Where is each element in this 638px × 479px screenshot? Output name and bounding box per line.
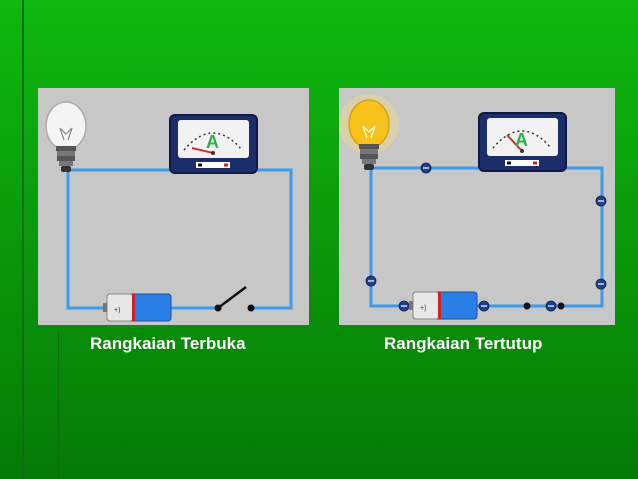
ammeter-label: A	[515, 130, 528, 150]
wire	[371, 166, 604, 308]
closed-circuit-diagram: +) A	[339, 94, 607, 320]
open-circuit-panel: +) A	[38, 88, 309, 325]
ammeter-icon: A	[169, 114, 258, 174]
wire	[369, 168, 414, 308]
switch-icon	[214, 286, 255, 312]
wire	[68, 168, 293, 310]
battery-icon: +)	[103, 293, 172, 322]
open-circuit-diagram: +) A	[45, 101, 293, 322]
closed-circuit-caption: Rangkaian Tertutup	[384, 334, 543, 353]
ammeter-icon: A	[478, 112, 567, 172]
light-bulb-icon	[45, 101, 87, 172]
switch-icon	[523, 302, 565, 310]
ammeter-label: A	[206, 132, 219, 152]
left-stripe-decoration-2	[58, 330, 59, 479]
wire	[66, 170, 108, 310]
light-bulb-icon	[339, 94, 399, 170]
electron-icon	[365, 162, 607, 312]
left-stripe-decoration	[22, 0, 24, 479]
open-circuit-caption: Rangkaian Terbuka	[90, 334, 246, 353]
battery-icon: +)	[409, 291, 478, 320]
svg-text:+): +)	[114, 307, 120, 314]
closed-circuit-panel: +) A	[339, 88, 615, 325]
svg-text:+): +)	[420, 305, 426, 312]
